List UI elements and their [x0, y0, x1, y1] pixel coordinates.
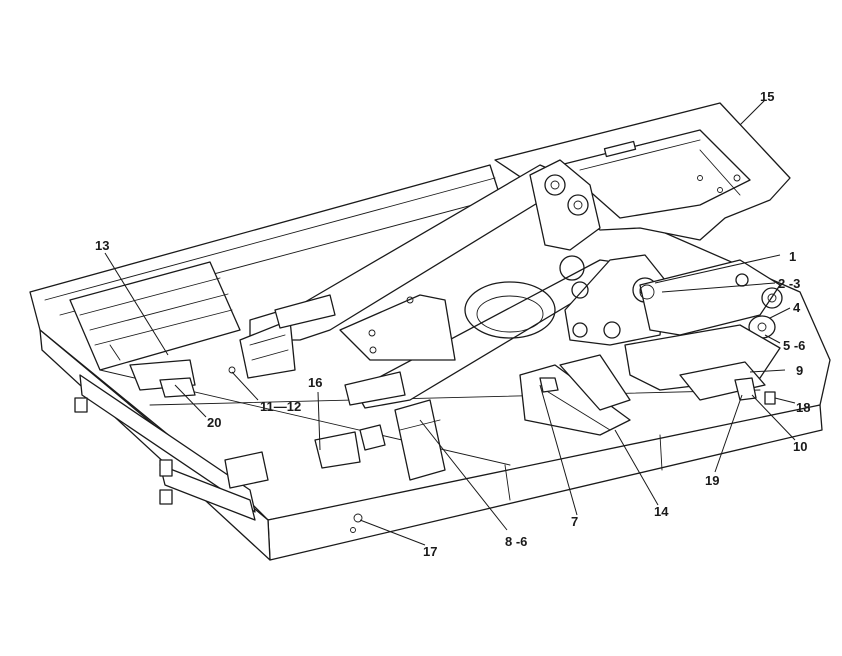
callout-2-3: 2 -3	[778, 276, 800, 291]
cross-box	[519, 354, 631, 436]
callout-10: 10	[793, 439, 807, 454]
callout-9: 9	[796, 363, 803, 378]
callout-20: 20	[207, 415, 221, 430]
callout-18: 18	[796, 400, 810, 415]
callout-13: 13	[95, 238, 109, 253]
right-tower	[564, 254, 666, 346]
callout-16: 16	[308, 375, 322, 390]
callout-17: 17	[423, 544, 437, 559]
callout-labels: 1 2 -3 4 5 -6 7 8 -6 9 10 11—12 13 14 15…	[95, 89, 810, 559]
callout-4: 4	[793, 300, 801, 315]
callout-5-6: 5 -6	[783, 338, 805, 353]
lower-blocks	[224, 371, 446, 489]
left-brackets	[129, 294, 336, 398]
callout-1: 1	[789, 249, 796, 264]
left-lower-rail	[79, 374, 256, 513]
callout-15: 15	[760, 89, 774, 104]
bracket-19	[734, 377, 757, 401]
a-frame-support	[249, 159, 666, 409]
callout-7: 7	[571, 514, 578, 529]
bolt-17	[353, 513, 363, 523]
callout-14: 14	[654, 504, 669, 519]
callout-8-6: 8 -6	[505, 534, 527, 549]
leader-lines	[104, 99, 796, 546]
callout-11-12: 11—12	[260, 399, 301, 414]
boom-tower	[529, 159, 601, 251]
callout-19: 19	[705, 473, 719, 488]
